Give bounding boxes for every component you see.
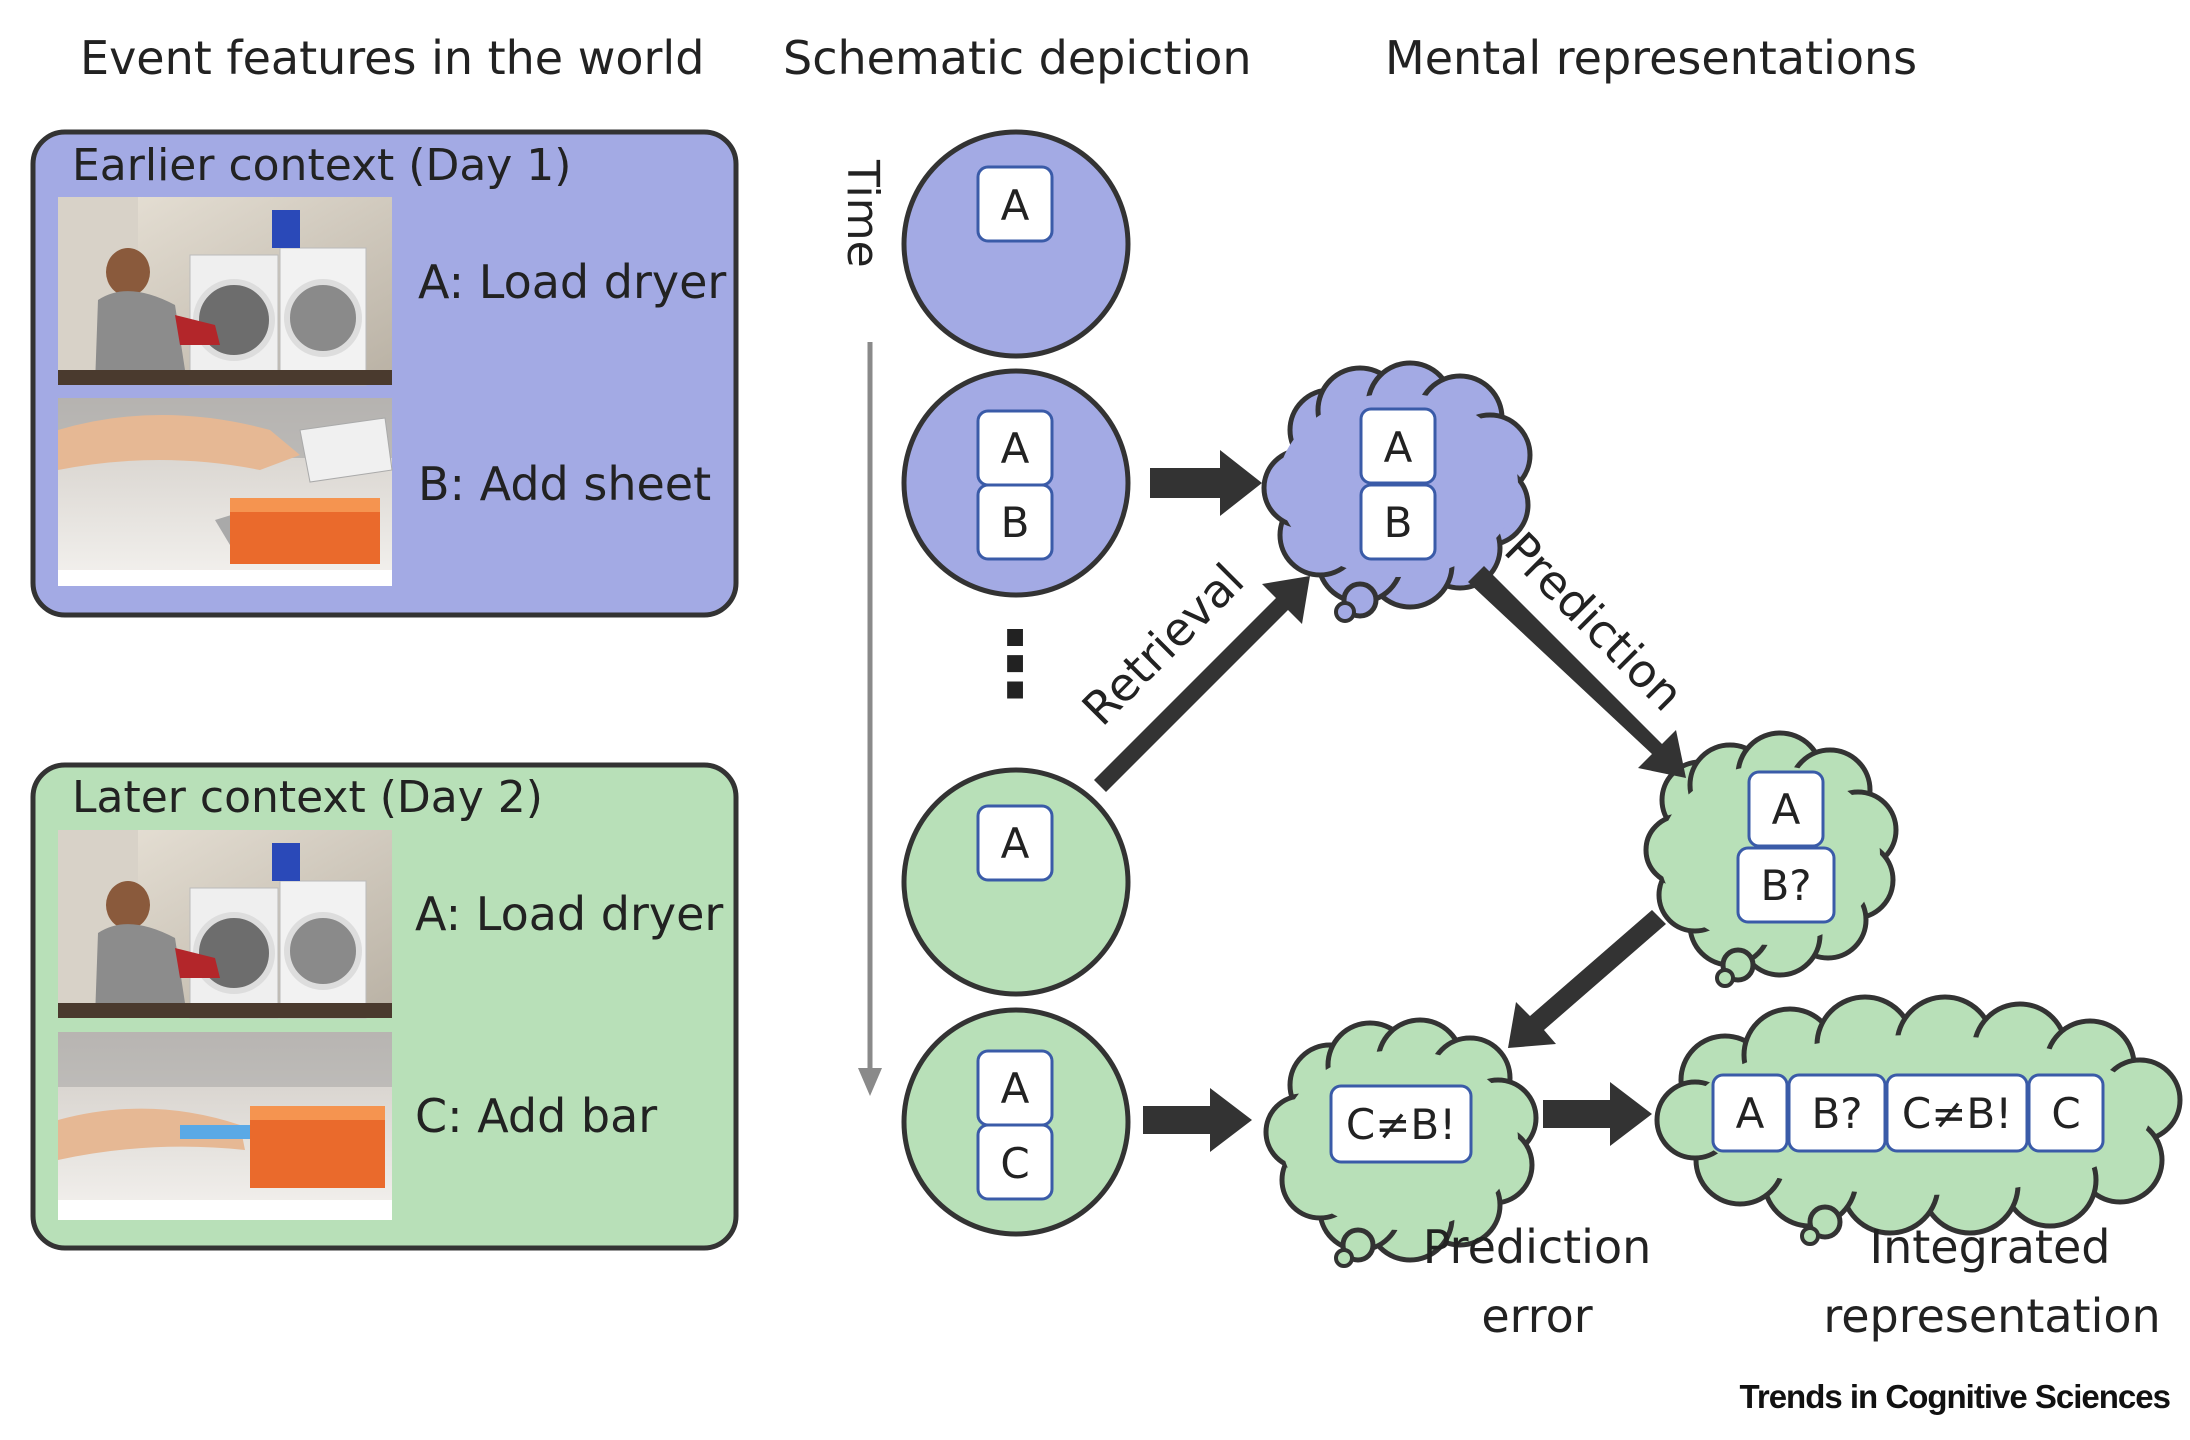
item-box <box>1747 770 1825 848</box>
later-event-c-label: C: Add bar <box>415 1089 657 1143</box>
item-label: A <box>1001 819 1030 868</box>
earlier-event-b-label: B: Add sheet <box>418 457 711 511</box>
later-context-title: Later context (Day 2) <box>72 772 543 823</box>
item-label: B <box>1384 498 1413 547</box>
prediction-thought-cloud: A B? <box>1643 730 1899 988</box>
earlier-context-panel: Earlier context (Day 1) A: Load dryer <box>30 129 739 618</box>
item-label: A <box>1001 181 1030 230</box>
item-box <box>976 804 1054 882</box>
time-axis-arrowhead <box>858 1068 882 1096</box>
item-box <box>1787 1073 1887 1153</box>
item-box <box>1885 1073 2029 1153</box>
item-label: A <box>1384 423 1413 472</box>
integrated-caption-line2: representation <box>1823 1289 2160 1343</box>
header-world: Event features in the world <box>80 31 704 85</box>
item-label: B? <box>1811 1089 1862 1138</box>
item-label: A <box>1772 785 1801 834</box>
later-context-panel: Later context (Day 2) A: Load dryer C: A… <box>30 762 739 1251</box>
encode-arrow <box>1150 450 1262 516</box>
journal-credit: Trends in Cognitive Sciences <box>1740 1378 2170 1415</box>
error-to-integration-arrow <box>1543 1082 1652 1146</box>
header-mental: Mental representations <box>1385 31 1917 85</box>
item-box <box>1329 1084 1473 1164</box>
item-box <box>1736 846 1836 924</box>
schematic-circle-4: A C <box>901 1007 1131 1237</box>
input-to-error-arrow <box>1143 1088 1252 1152</box>
item-label: C≠B! <box>1346 1100 1456 1149</box>
later-event-a-label: A: Load dryer <box>415 887 723 941</box>
prediction-error-caption-line2: error <box>1481 1289 1592 1343</box>
item-label: A <box>1001 1064 1030 1113</box>
thought-bubble-dot <box>1334 1248 1354 1268</box>
item-label: C <box>1000 1139 1029 1188</box>
item-box <box>976 483 1054 561</box>
item-box <box>976 1123 1054 1201</box>
item-label: C <box>2051 1089 2080 1138</box>
item-box <box>1359 407 1437 485</box>
hand-taking-dryer-sheet-photo <box>58 398 393 586</box>
time-axis-label: Time <box>837 159 888 268</box>
item-label: B <box>1001 498 1030 547</box>
prediction-to-error-arrow <box>1508 910 1666 1048</box>
item-box <box>1711 1073 1789 1153</box>
arrows <box>1094 450 1686 1152</box>
item-label: A <box>1001 424 1030 473</box>
header-schematic: Schematic depiction <box>783 31 1252 85</box>
thought-bubble-dot <box>1800 1226 1820 1246</box>
item-box <box>1359 483 1437 561</box>
item-box <box>976 165 1054 243</box>
integrated-representation-thought-cloud: A B? C≠B! C <box>1654 994 2183 1246</box>
prediction-arrow <box>1468 566 1686 778</box>
schematic-circle-3: A <box>901 767 1131 997</box>
retrieval-label: Retrieval <box>1072 553 1255 736</box>
thought-bubble-dot <box>1715 968 1735 988</box>
retrieval-arrow <box>1094 576 1310 792</box>
schematic-circle-1: A <box>901 129 1131 359</box>
thought-bubble-dot <box>1334 601 1356 623</box>
hand-placing-dryer-bar-photo <box>58 1032 392 1220</box>
item-label: B? <box>1760 861 1811 910</box>
integrated-caption-line1: Integrated <box>1870 1220 2111 1274</box>
item-box <box>2027 1073 2105 1153</box>
earlier-context-title: Earlier context (Day 1) <box>72 140 571 191</box>
item-label: A <box>1736 1089 1765 1138</box>
prediction-error-thought-cloud: C≠B! <box>1263 1017 1539 1268</box>
woman-loading-dryer-photo <box>58 830 392 1019</box>
prediction-error-caption-line1: Prediction <box>1423 1220 1652 1274</box>
item-label: C≠B! <box>1902 1089 2012 1138</box>
ellipsis-dots: ⋮ <box>970 612 1060 717</box>
earlier-event-a-label: A: Load dryer <box>418 255 726 309</box>
schematic-circle-2: A B <box>901 368 1131 598</box>
memory-thought-cloud: A B <box>1261 360 1533 623</box>
woman-loading-dryer-photo <box>58 197 392 386</box>
